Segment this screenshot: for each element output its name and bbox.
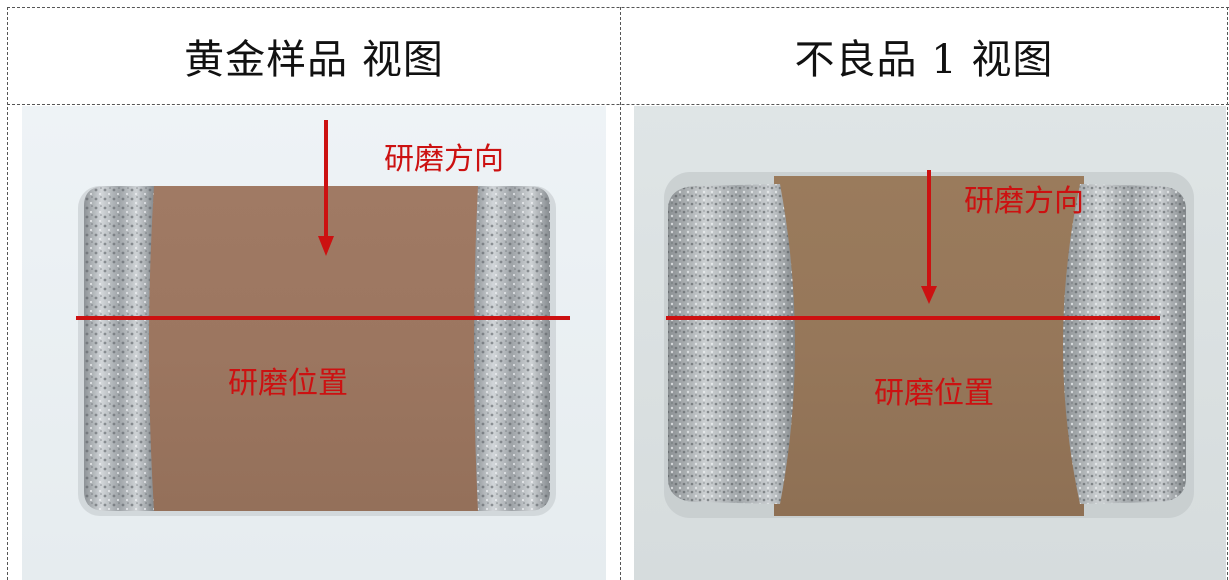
table-top-border: [7, 7, 1229, 8]
grind-position-label: 研磨位置: [228, 366, 348, 401]
golden-sample-image: [22, 106, 606, 580]
grind-direction-label: 研磨方向: [964, 184, 1084, 219]
defect-sample-image: [634, 106, 1226, 580]
golden-sample-title: 黄金样品 视图: [184, 37, 444, 83]
table-left-border: [7, 7, 8, 580]
grind-direction-label: 研磨方向: [384, 142, 504, 177]
defect-sample-title: 不良品 1 视图: [794, 37, 1054, 83]
table-right-border: [1227, 7, 1228, 580]
column-divider: [620, 7, 621, 580]
ceramic-body: [142, 186, 492, 511]
defect-sample-photo: 研磨方向 研磨位置: [634, 106, 1226, 580]
header-divider: [7, 104, 1229, 105]
golden-sample-photo: 研磨方向 研磨位置: [22, 106, 606, 580]
grind-position-label: 研磨位置: [874, 376, 994, 411]
